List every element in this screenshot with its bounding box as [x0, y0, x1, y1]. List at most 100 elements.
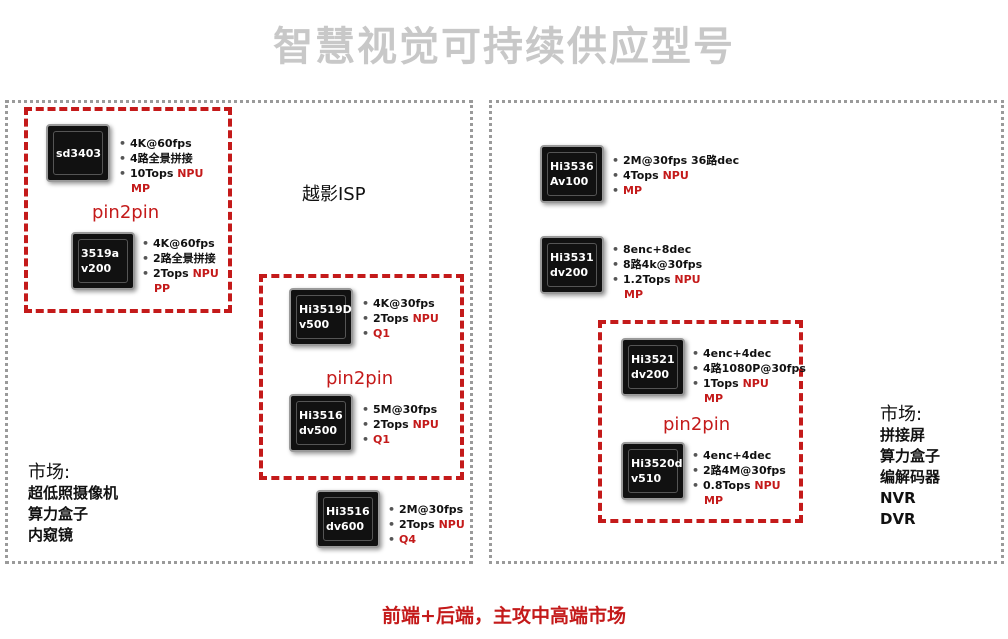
npu-tag: NPU: [438, 518, 465, 531]
market-item: DVR: [880, 510, 916, 528]
package-tag: PP: [154, 282, 171, 295]
spec: 2路4M@30fps: [703, 464, 786, 477]
market-item: NVR: [880, 489, 916, 507]
npu-value: 10Tops: [130, 167, 174, 180]
chip-hi3516-dv500: Hi3516 dv500: [289, 394, 353, 452]
chip-specs-hi3519d: •4K@30fps •2Tops NPU •Q1: [362, 297, 439, 340]
npu-tag: NPU: [754, 479, 781, 492]
chip-variant: v510: [631, 472, 662, 485]
chip-label: Hi3519D v500: [299, 290, 352, 344]
spec: 4K@60fps: [130, 137, 192, 150]
spec: 4enc+4dec: [703, 347, 772, 360]
market-item: 超低照摄像机: [28, 484, 119, 502]
npu-tag: NPU: [674, 273, 701, 286]
pin2pin-group-hi3521: [598, 320, 803, 523]
pin2pin-label: pin2pin: [92, 202, 160, 223]
npu-tag: NPU: [412, 418, 439, 431]
spec: 2路全景拼接: [153, 252, 216, 265]
spec: 4enc+4dec: [703, 449, 772, 462]
spec: 5M@30fps: [373, 403, 438, 416]
market-item: 算力盒子: [28, 505, 89, 523]
chip-variant: Av100: [550, 175, 589, 188]
chip-specs-sd3403: •4K@60fps •4路全景拼接 •10Tops NPU MP: [119, 137, 204, 195]
chip-specs-hi3516dv600: •2M@30fps •2Tops NPU •Q4: [388, 503, 465, 546]
chip-model: Hi3519D: [299, 303, 352, 316]
spec: 4K@60fps: [153, 237, 215, 250]
chip-hi3519d-v500: Hi3519D v500: [289, 288, 353, 346]
package-tag: MP: [131, 182, 151, 195]
chip-label: Hi3516 dv600: [326, 492, 370, 546]
npu-value: 2Tops: [399, 518, 435, 531]
market-item: 拼接屏: [880, 426, 926, 444]
isp-label: 越影ISP: [302, 184, 366, 205]
chip-model: Hi3536: [550, 160, 594, 173]
npu-tag: NPU: [742, 377, 769, 390]
spec: 4K@30fps: [373, 297, 435, 310]
pin2pin-label: pin2pin: [663, 414, 731, 435]
chip-label: 3519a v200: [81, 234, 119, 288]
chip-variant: dv600: [326, 520, 365, 533]
package-tag: MP: [704, 392, 724, 405]
package-tag: MP: [704, 494, 724, 507]
npu-value: 2Tops: [153, 267, 189, 280]
npu-value: 2Tops: [373, 312, 409, 325]
chip-sd3403: sd3403: [46, 124, 110, 182]
pin2pin-group-sd3403: [24, 107, 232, 313]
package-tag: Q1: [373, 327, 391, 340]
chip-model: Hi3516: [326, 505, 370, 518]
npu-tag: NPU: [662, 169, 689, 182]
chip-specs-3519a: •4K@60fps •2路全景拼接 •2Tops NPU PP: [142, 237, 219, 295]
chip-specs-hi3521: •4enc+4dec •4路1080P@30fps •1Tops NPU MP: [692, 347, 806, 405]
package-tag: MP: [623, 184, 643, 197]
chip-hi3520d-v510: Hi3520d v510: [621, 442, 685, 500]
npu-tag: NPU: [192, 267, 219, 280]
chip-variant: dv500: [299, 424, 338, 437]
market-heading: 市场:: [28, 462, 71, 483]
chip-variant: v500: [299, 318, 330, 331]
chip-label: sd3403: [56, 126, 101, 180]
market-item: 内窥镜: [28, 526, 74, 544]
chip-label: Hi3520d v510: [631, 444, 682, 498]
chip-model: 3519a: [81, 247, 120, 260]
market-item: 算力盒子: [880, 447, 941, 465]
spec: 8enc+8dec: [623, 243, 692, 256]
chip-model: Hi3516: [299, 409, 343, 422]
spec: 4路全景拼接: [130, 152, 193, 165]
footer-caption: 前端+后端，主攻中高端市场: [382, 605, 626, 627]
page-title: 智慧视觉可持续供应型号: [273, 24, 735, 70]
npu-value: 2Tops: [373, 418, 409, 431]
pin2pin-group-hi3519d: [259, 274, 464, 480]
chip-3519a-v200: 3519a v200: [71, 232, 135, 290]
chip-specs-hi3536: •2M@30fps 36路dec •4Tops NPU •MP: [612, 154, 740, 197]
package-tag: Q1: [373, 433, 391, 446]
market-item: 编解码器: [880, 468, 941, 486]
npu-tag: NPU: [412, 312, 439, 325]
spec: 4路1080P@30fps: [703, 362, 806, 375]
chip-label: Hi3521 dv200: [631, 340, 675, 394]
market-heading: 市场:: [880, 404, 923, 425]
front-end-panel: [5, 100, 473, 564]
npu-value: 4Tops: [623, 169, 659, 182]
chip-model: Hi3531: [550, 251, 594, 264]
chip-variant: dv200: [631, 368, 670, 381]
chip-model: Hi3520d: [631, 457, 683, 470]
npu-value: 1.2Tops: [623, 273, 671, 286]
chip-specs-hi3531: •8enc+8dec •8路4k@30fps •1.2Tops NPU MP: [612, 243, 703, 301]
npu-value: 1Tops: [703, 377, 739, 390]
spec: 8路4k@30fps: [623, 258, 703, 271]
npu-tag: NPU: [177, 167, 204, 180]
chip-hi3516-dv600: Hi3516 dv600: [316, 490, 380, 548]
package-tag: Q4: [399, 533, 417, 546]
chip-specs-hi3520d: •4enc+4dec •2路4M@30fps •0.8Tops NPU MP: [692, 449, 786, 507]
spec: 2M@30fps 36路dec: [623, 154, 740, 167]
left-market-list: 市场: 超低照摄像机 算力盒子 内窥镜: [28, 462, 118, 546]
pin2pin-label: pin2pin: [326, 368, 394, 389]
chip-model: Hi3521: [631, 353, 675, 366]
chip-label: Hi3516 dv500: [299, 396, 343, 450]
chip-specs-hi3516dv500: •5M@30fps •2Tops NPU •Q1: [362, 403, 439, 446]
chip-variant: v200: [81, 262, 112, 275]
spec: 2M@30fps: [399, 503, 464, 516]
